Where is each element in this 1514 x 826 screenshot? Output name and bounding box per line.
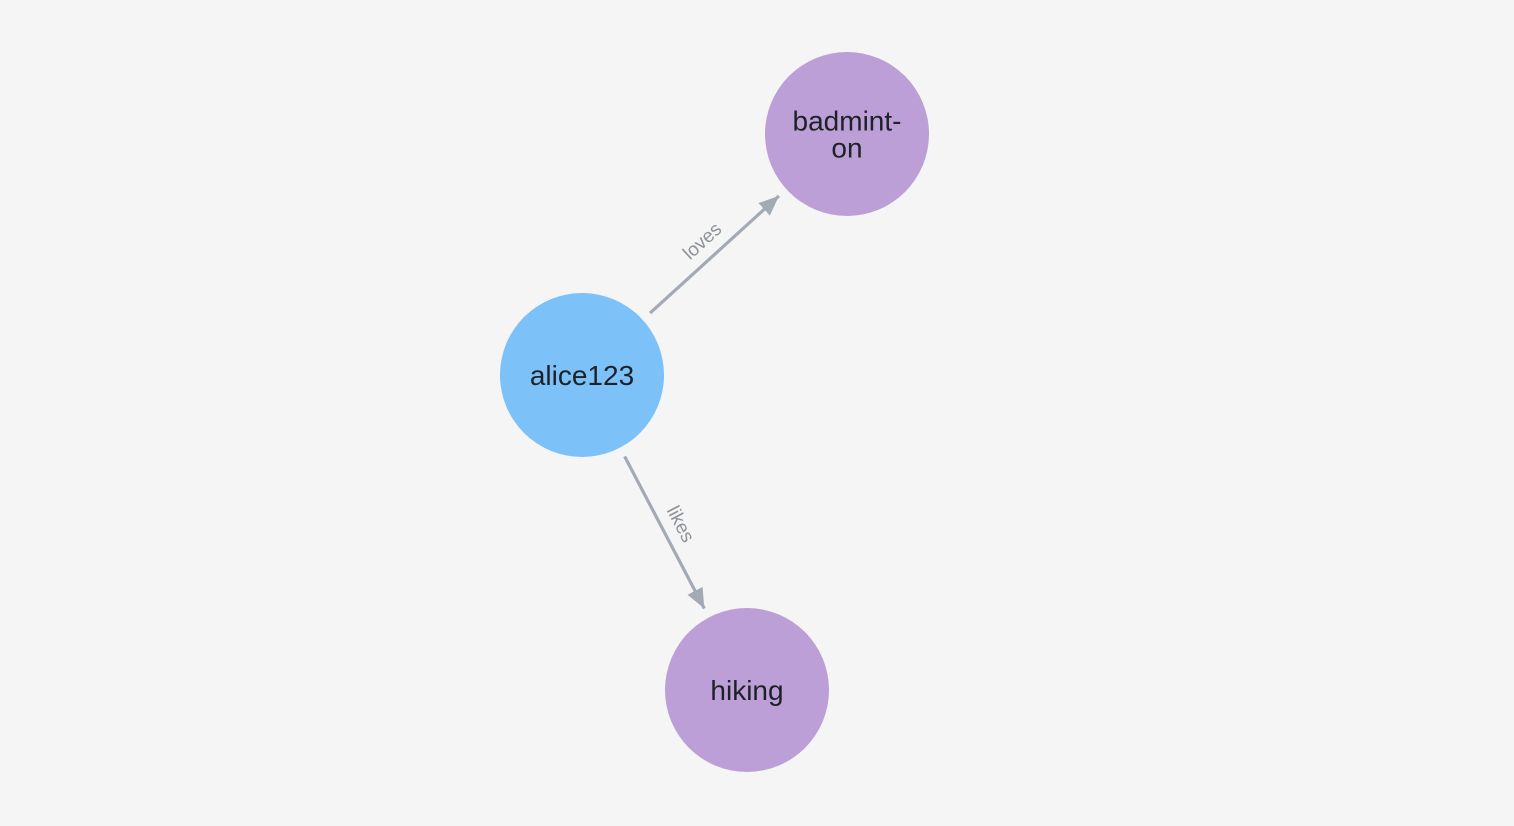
node-circle xyxy=(665,608,829,772)
node-hiking[interactable]: hiking xyxy=(665,608,829,772)
edge-alice123-likes-hiking[interactable]: likes xyxy=(623,455,706,610)
node-label: hiking xyxy=(710,675,783,706)
node-label-line: alice123 xyxy=(530,360,634,391)
node-circle xyxy=(500,293,664,457)
node-label: badmint-on xyxy=(793,105,902,163)
node-label-line: on xyxy=(831,132,862,163)
edge-line xyxy=(623,455,706,610)
node-label-line: badmint- xyxy=(793,105,902,136)
node-alice123[interactable]: alice123 xyxy=(500,293,664,457)
edge-alice123-loves-badminton[interactable]: loves xyxy=(648,194,781,315)
node-badminton[interactable]: badmint-on xyxy=(765,52,929,216)
node-circle xyxy=(765,52,929,216)
edge-label: loves xyxy=(679,219,726,264)
node-label-line: hiking xyxy=(710,675,783,706)
edge-line xyxy=(648,194,781,315)
node-label: alice123 xyxy=(530,360,634,391)
